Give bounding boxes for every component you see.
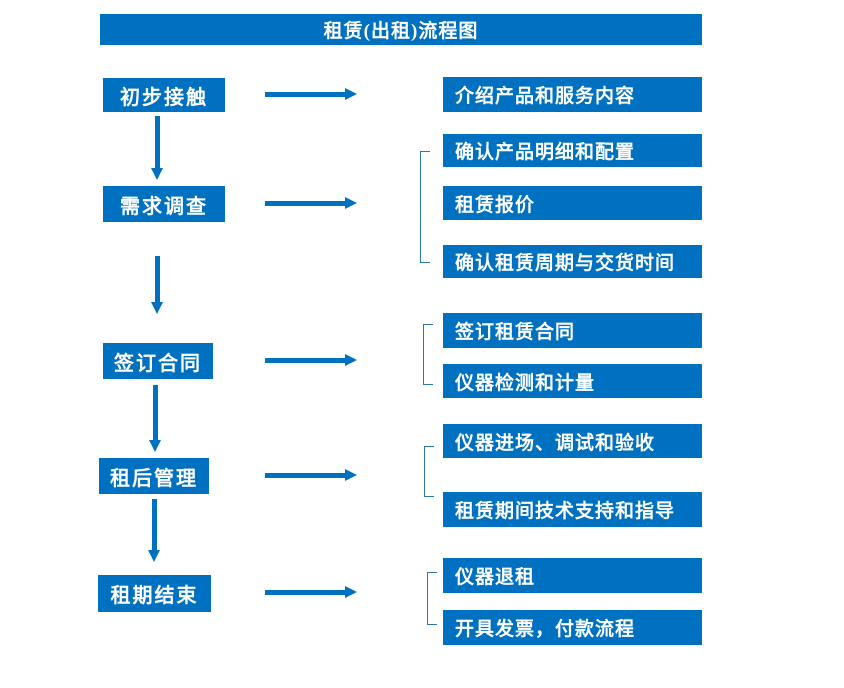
output-box: 仪器检测和计量 bbox=[443, 364, 702, 398]
stage-box-sign-contract: 签订合同 bbox=[103, 343, 213, 379]
arrow-down-icon bbox=[151, 116, 164, 180]
stage-box-demand-survey: 需求调查 bbox=[103, 186, 225, 222]
arrow-shaft bbox=[152, 499, 157, 552]
arrow-shaft bbox=[265, 358, 347, 363]
arrow-head bbox=[151, 302, 163, 314]
stage-box-post-rental: 租后管理 bbox=[99, 458, 209, 494]
flowchart-title: 租赁(出租)流程图 bbox=[100, 14, 702, 45]
output-box: 确认租赁周期与交货时间 bbox=[443, 245, 702, 278]
arrow-right-icon bbox=[265, 354, 357, 367]
arrow-head bbox=[345, 88, 357, 100]
output-box: 租赁期间技术支持和指导 bbox=[443, 492, 702, 527]
output-box: 仪器进场、调试和验收 bbox=[443, 424, 702, 458]
output-box: 开具发票，付款流程 bbox=[443, 610, 702, 645]
group-bracket bbox=[424, 446, 434, 497]
arrow-head bbox=[345, 586, 357, 598]
arrow-shaft bbox=[155, 116, 160, 170]
group-bracket bbox=[423, 324, 433, 385]
arrow-down-icon bbox=[149, 385, 162, 452]
arrow-right-icon bbox=[265, 88, 357, 101]
output-box: 确认产品明细和配置 bbox=[443, 134, 702, 167]
stage-box-rental-end: 租期结束 bbox=[98, 575, 211, 612]
arrow-shaft bbox=[153, 385, 158, 442]
arrow-head bbox=[148, 550, 160, 562]
arrow-right-icon bbox=[265, 197, 357, 210]
arrow-head bbox=[151, 168, 163, 180]
arrow-shaft bbox=[265, 201, 347, 206]
arrow-head bbox=[345, 197, 357, 209]
output-box: 签订租赁合同 bbox=[443, 313, 702, 348]
group-bracket bbox=[427, 572, 437, 625]
arrow-head bbox=[345, 354, 357, 366]
arrow-head bbox=[149, 440, 161, 452]
output-box: 介绍产品和服务内容 bbox=[443, 77, 702, 112]
arrow-shaft bbox=[265, 473, 347, 478]
arrow-shaft bbox=[265, 92, 347, 97]
arrow-shaft bbox=[155, 256, 160, 304]
output-box: 租赁报价 bbox=[443, 186, 702, 220]
arrow-right-icon bbox=[265, 469, 357, 482]
output-box: 仪器退租 bbox=[443, 558, 702, 593]
arrow-down-icon bbox=[151, 256, 164, 314]
arrow-right-icon bbox=[265, 586, 357, 599]
arrow-head bbox=[345, 469, 357, 481]
stage-box-initial-contact: 初步接触 bbox=[103, 78, 225, 112]
group-bracket bbox=[420, 151, 430, 263]
arrow-shaft bbox=[265, 590, 347, 595]
arrow-down-icon bbox=[148, 499, 161, 562]
